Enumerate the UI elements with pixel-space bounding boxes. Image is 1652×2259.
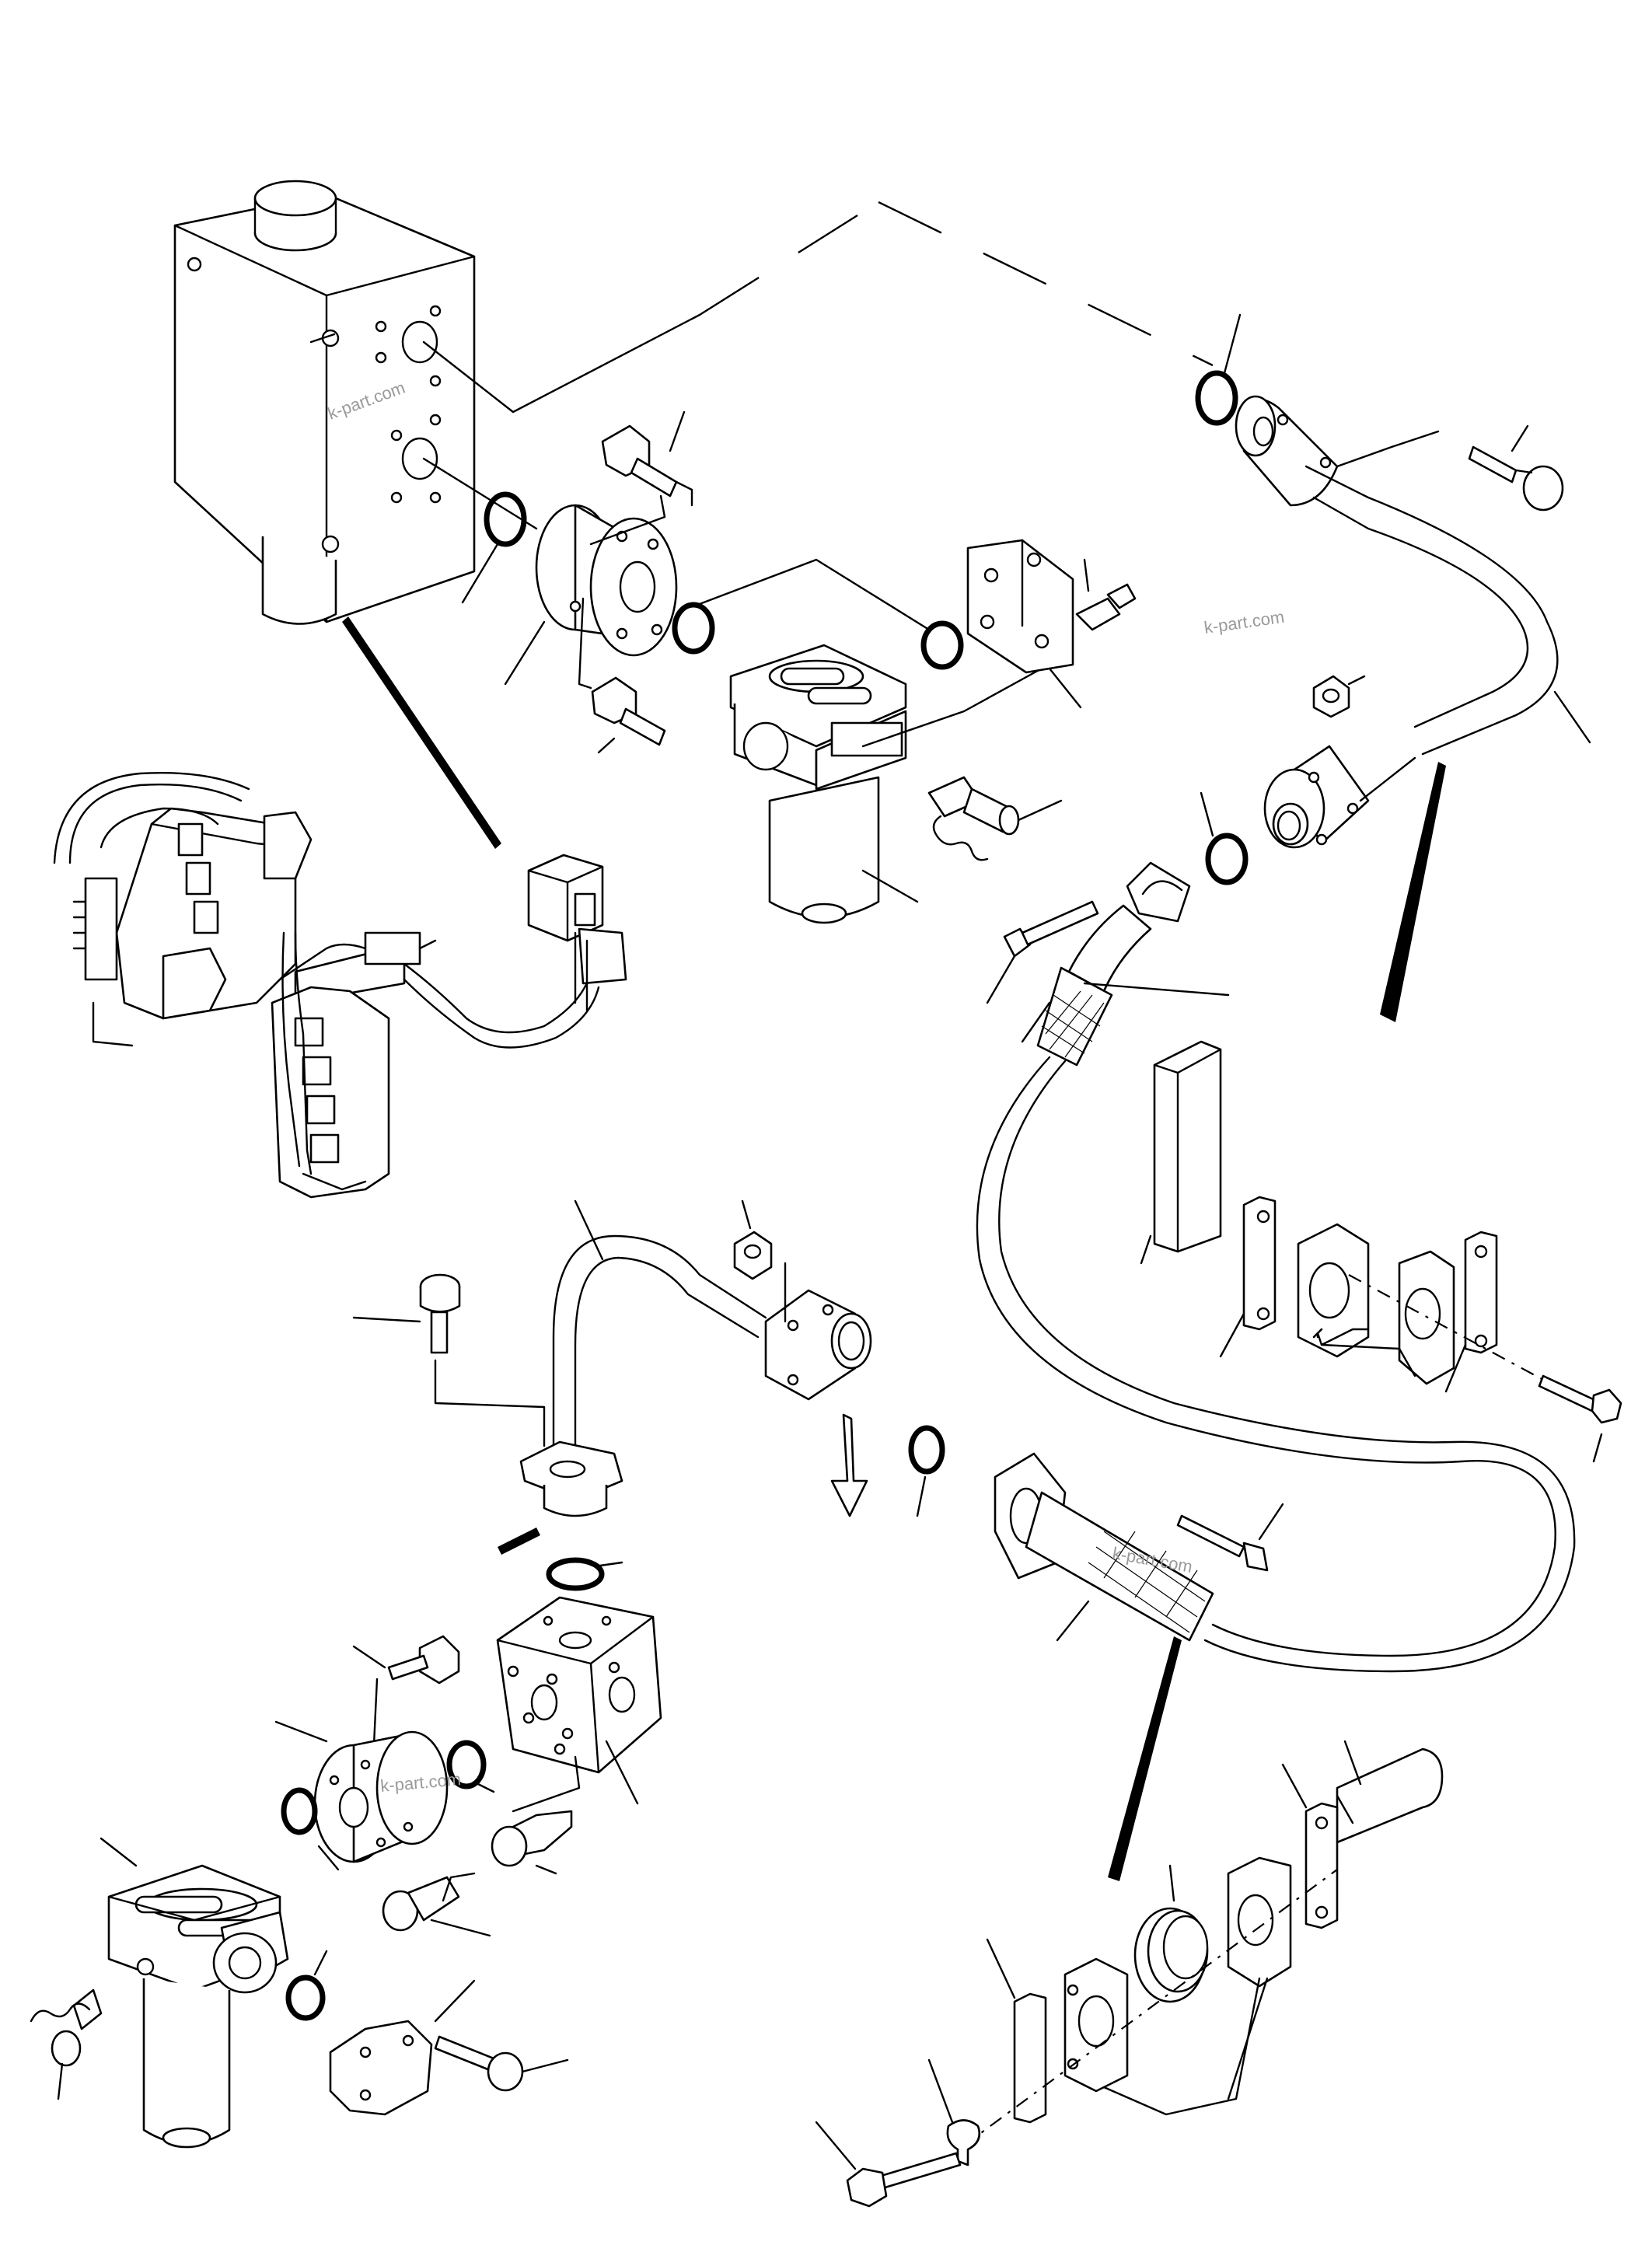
pressure-switch-fitting <box>30 1988 103 2100</box>
clamp-group-upper <box>1140 1040 1594 1408</box>
cover-plate <box>329 1979 476 2116</box>
o-ring <box>546 1557 605 1591</box>
pointer-arrow <box>1108 1636 1182 1881</box>
cap-screw <box>986 900 1099 1004</box>
pipe-assembly <box>519 1199 872 1517</box>
lock-washer <box>927 2058 981 2166</box>
o-ring <box>484 491 527 547</box>
o-ring <box>908 1425 945 1475</box>
o-ring <box>920 620 964 670</box>
filter-assembly <box>100 1837 289 2149</box>
pointer-arrow <box>498 1528 540 1555</box>
cap-screw <box>1468 424 1564 512</box>
cap-screw <box>352 1635 460 1685</box>
o-ring <box>446 1740 487 1789</box>
direction-arrow <box>830 1413 868 1517</box>
machine-overview <box>53 771 627 1199</box>
hose-assembly <box>976 861 1576 1673</box>
pointer-arrow <box>1380 762 1446 1022</box>
hex-bolt <box>1538 1374 1622 1463</box>
cap-screw <box>1176 1503 1284 1572</box>
o-ring <box>1205 833 1249 885</box>
pipe-assembly <box>1235 395 1591 849</box>
clamp-group-lower <box>963 1740 1444 2146</box>
filter-assembly <box>692 558 931 924</box>
hose-end-flange <box>994 1452 1214 1642</box>
flange-adapter <box>535 504 678 657</box>
valve-block <box>496 1596 662 1813</box>
cap-screw <box>601 410 686 498</box>
flange-adapter <box>274 1720 449 1863</box>
cap-screw <box>491 1810 573 1875</box>
pressure-switch-fitting <box>927 776 1063 861</box>
cap-screw <box>434 2035 569 2092</box>
pointer-arrow <box>342 616 501 849</box>
o-ring <box>285 1974 326 2021</box>
cap-screw <box>382 1876 491 1937</box>
cap-screw <box>1075 558 1137 631</box>
hex-bolt <box>815 2121 962 2208</box>
watermark: k-part.com <box>1203 607 1285 637</box>
o-ring <box>1195 370 1238 426</box>
o-ring <box>672 602 715 655</box>
hex-nut <box>1312 675 1366 718</box>
cap-screw <box>352 1273 546 1447</box>
valve-block <box>173 180 476 625</box>
cover-plate <box>966 539 1082 709</box>
o-ring <box>281 1787 318 1835</box>
hex-nut <box>733 1199 787 1323</box>
cap-screw <box>591 676 666 754</box>
